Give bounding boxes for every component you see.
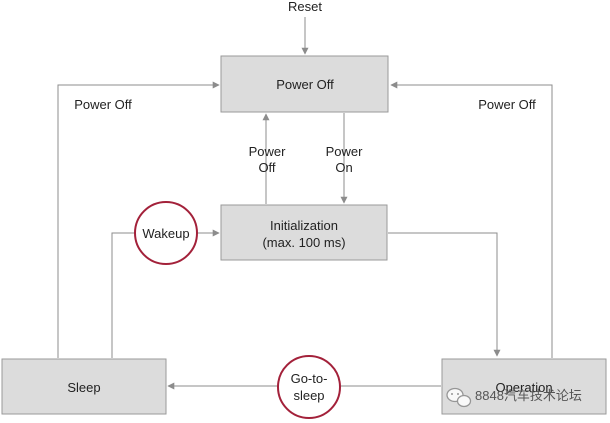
watermark: 8848汽车技术论坛 (446, 387, 582, 408)
go-to-sleep-label-line2: sleep (293, 388, 324, 403)
go-to-sleep-label-line1: Go-to- (291, 371, 328, 386)
operation-label: Operation (495, 380, 552, 395)
sleep-box (1, 358, 167, 415)
event-go-to-sleep: Go-to- sleep (277, 355, 341, 419)
initialization-duration-label: (max. 100 ms) (262, 235, 345, 250)
state-power-off: Power Off (220, 55, 389, 113)
power-off-up-label-line1: Power (249, 144, 287, 159)
watermark-text: 8848汽车技术论坛 (475, 388, 582, 403)
power-on-label-line2: On (335, 160, 352, 175)
go-to-sleep-circle (277, 355, 341, 419)
initialization-label: Initialization (270, 218, 338, 233)
state-initialization: Initialization (max. 100 ms) (220, 204, 388, 261)
sleep-to-power-off-edge (57, 81, 220, 358)
event-wakeup: Wakeup (134, 201, 198, 265)
wakeup-circle (134, 201, 198, 265)
operation-to-power-off-edge (390, 81, 553, 358)
state-sleep: Sleep (1, 358, 167, 415)
power-off-up-label-line2: Off (258, 160, 275, 175)
power-off-label: Power Off (276, 77, 334, 92)
reset-label: Reset (288, 0, 322, 14)
sleep-label: Sleep (67, 380, 100, 395)
initialization-box (220, 204, 388, 261)
power-off-box (220, 55, 389, 113)
power-off-left-label: Power Off (74, 97, 132, 112)
init-to-operation-edge (388, 232, 501, 357)
transitions (57, 17, 553, 390)
power-off-right-label: Power Off (478, 97, 536, 112)
wechat-icon (446, 387, 472, 408)
power-on-label-line1: Power (326, 144, 364, 159)
wakeup-label: Wakeup (142, 226, 189, 241)
